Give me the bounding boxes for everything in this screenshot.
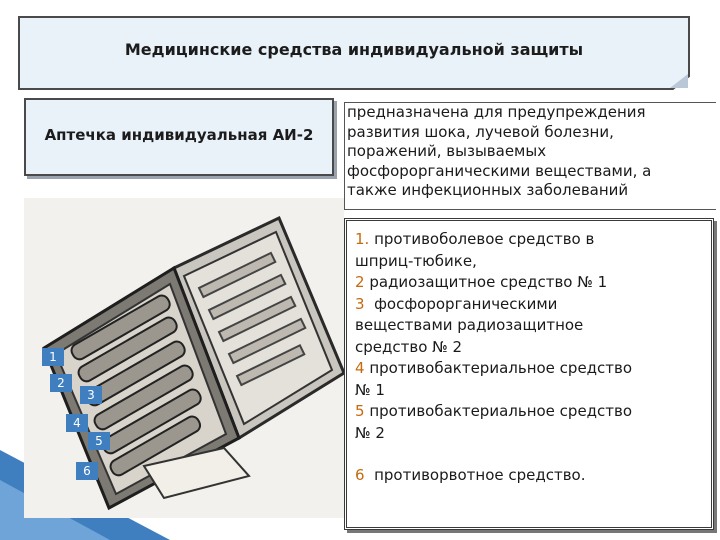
description-line: развития шока, лучевой болезни, [347,122,614,141]
kit-name-box: Аптечка индивидуальная АИ-2 [24,98,334,176]
list-item: 3 фосфорорганическими [355,294,705,316]
item-text: противобактериальное средство [369,402,633,420]
list-item: 4 противобактериальное средство [355,358,705,380]
item-text: радиозащитное средство № 1 [369,273,608,291]
item-number: 2 [355,273,365,291]
contents-list: 1. противоболевое средство в шприц-тюбик… [355,229,705,487]
list-item-cont: средство № 2 [355,337,463,356]
description-line: предназначена для предупреждения [347,103,646,121]
list-item: 6 противорвотное средство. [355,465,705,487]
item-text: противорвотное средство. [374,466,586,484]
item-text: противоболевое средство в [374,230,595,248]
kit-photo: 1 2 3 4 5 6 [24,198,346,518]
item-number: 3 [355,294,365,313]
list-item: 2 радиозащитное средство № 1 [355,272,705,294]
list-item: 5 противобактериальное средство [355,401,705,423]
item-number: 6 [355,466,365,484]
description-line: фосфорорганическими веществами, а [347,161,652,180]
photo-label-3: 3 [80,386,102,404]
kit-name: Аптечка индивидуальная АИ-2 [44,126,314,144]
item-number: 5 [355,402,365,420]
page-title: Медицинские средства индивидуальной защи… [124,40,584,59]
list-spacer [355,444,705,465]
item-number: 1. [355,230,370,248]
list-item: 1. противоболевое средство в [355,229,705,251]
list-item-cont: веществами радиозащитное [355,316,584,334]
item-text: противобактериальное средство [369,359,633,377]
title-banner: Медицинские средства индивидуальной защи… [18,16,690,90]
item-number: 4 [355,359,365,377]
description-line: также инфекционных заболеваний [347,181,629,199]
kit-description: предназначена для предупреждения развити… [344,102,716,210]
photo-label-1: 1 [42,348,64,366]
photo-label-2: 2 [50,374,72,392]
list-item-cont: № 1 [355,380,385,399]
contents-list-box: 1. противоболевое средство в шприц-тюбик… [344,218,714,530]
list-item-cont: № 2 [355,423,385,442]
description-line: поражений, вызываемых [347,142,547,160]
first-aid-kit-illustration [42,215,346,511]
photo-label-4: 4 [66,414,88,432]
list-item-cont: шприц-тюбике, [355,251,477,270]
item-text: фосфорорганическими [374,294,558,313]
photo-label-5: 5 [88,432,110,450]
photo-label-6: 6 [76,462,98,480]
